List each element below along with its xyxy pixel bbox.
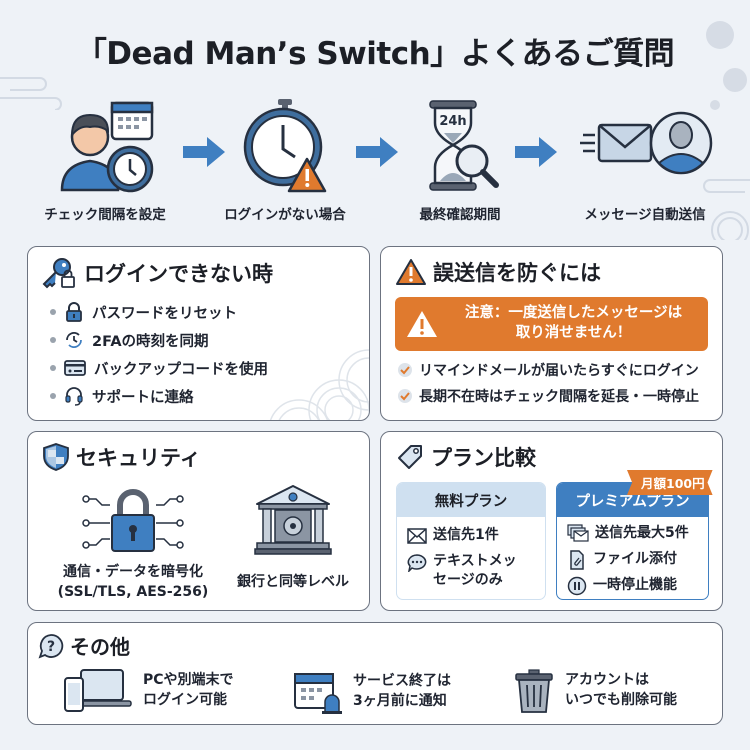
- other-item-devices: PCや別端末でログイン可能: [63, 668, 234, 713]
- list-item-2fa-sync: 2FAの時刻を同期: [50, 326, 268, 354]
- card-title: プラン比較: [431, 446, 536, 470]
- warning-icon: [407, 311, 437, 337]
- bullet: [50, 365, 56, 371]
- arrow-right-icon: [183, 137, 225, 167]
- plan-feature: 送信先最大5件: [557, 521, 708, 547]
- calendar-bell-icon: [294, 673, 342, 714]
- seigaiha-pattern: [269, 349, 369, 420]
- key-lock-icon: [42, 258, 75, 289]
- svg-text:24h: 24h: [439, 114, 466, 129]
- stopwatch-warning-icon: [243, 99, 327, 193]
- list-item-backup-code: バックアップコードを使用: [50, 354, 268, 382]
- envelope-user-icon: [580, 111, 713, 175]
- card-title: ログインできない時: [84, 262, 273, 286]
- card-plan-comparison: プラン比較 無料プラン 送信先1件 テキストメッセージのみ プレミアムプラン 送…: [380, 431, 723, 611]
- svg-text:?: ?: [47, 639, 55, 655]
- devices-icon: [64, 669, 132, 712]
- list-item-extend-interval: 長期不在時はチェック間隔を延長・一時停止: [397, 383, 699, 409]
- bullet: [50, 337, 56, 343]
- card-cannot-login: ログインできない時 パスワードをリセット 2FAの時刻を同期 バックアップコード…: [27, 246, 370, 421]
- circuit-lock-icon: [82, 489, 184, 552]
- check-icon: [398, 363, 412, 377]
- page-title: 「Dead Man’s Switch」よくあるご質問: [75, 36, 675, 72]
- envelope-icon: [407, 528, 427, 544]
- flow-step-label: チェック間隔を設定: [44, 207, 166, 223]
- chat-bubble-icon: [407, 553, 427, 572]
- multi-envelope-icon: [567, 524, 589, 542]
- question-bubble-icon: ?: [38, 633, 64, 659]
- flow-step-auto-send: メッセージ自動送信: [560, 95, 730, 223]
- flow-step-set-interval: チェック間隔を設定: [20, 95, 190, 223]
- plan-feature: ファイル添付: [557, 547, 708, 573]
- plan-premium: プレミアムプラン 送信先最大5件 ファイル添付 一時停止機能: [556, 482, 709, 600]
- tag-icon: [398, 445, 422, 469]
- card-title: セキュリティ: [76, 446, 201, 470]
- list-item-remind-login: リマインドメールが届いたらすぐにログイン: [397, 357, 699, 383]
- plan-feature: テキストメッセージのみ: [397, 549, 545, 594]
- padlock-icon: [66, 302, 82, 322]
- flow-step-label: メッセージ自動送信: [584, 207, 706, 223]
- trash-icon: [515, 669, 553, 713]
- headset-icon: [65, 387, 83, 406]
- bullet: [50, 393, 56, 399]
- flow-step-no-login: ログインがない場合: [200, 95, 370, 223]
- warning-icon: [396, 259, 426, 285]
- arrow-right-icon: [356, 137, 398, 167]
- plan-name: 無料プラン: [397, 483, 545, 517]
- card-title: その他: [70, 635, 130, 659]
- arrow-right-icon: [515, 137, 557, 167]
- shield-icon: [43, 443, 69, 471]
- card-prevent-mis-send: 誤送信を防ぐには 注意：一度送信したメッセージは 取り消せません！ リマインドメ…: [380, 246, 723, 421]
- pause-icon: [567, 576, 587, 595]
- plan-feature: 送信先1件: [397, 523, 545, 549]
- process-flow: チェック間隔を設定 ログインがない場合 24h: [20, 95, 730, 230]
- security-item-bank-level: 銀行と同等レベル: [228, 482, 358, 591]
- alert-text-line2: 取り消せません！: [515, 325, 632, 341]
- clock-sync-icon: [66, 332, 82, 348]
- other-item-delete-account: アカウントはいつでも削除可能: [513, 668, 677, 714]
- bullet: [50, 309, 56, 315]
- flow-step-label: ログインがない場合: [224, 207, 346, 223]
- hourglass-24h-icon: 24h: [429, 100, 499, 191]
- card-title: 誤送信を防ぐには: [433, 261, 601, 285]
- attachment-icon: [570, 549, 584, 570]
- bank-vault-icon: [254, 485, 332, 555]
- card-icon: [64, 360, 86, 376]
- check-icon: [398, 389, 412, 403]
- person-calendar-clock-icon: [60, 101, 154, 193]
- flow-step-label: 最終確認期間: [419, 207, 501, 223]
- alert-text-line1: 注意：一度送信したメッセージは: [464, 305, 683, 322]
- security-item-encryption: 通信・データを暗号化 (SSL/TLS, AES-256): [48, 487, 218, 602]
- flow-step-final-period: 24h 最終確認期間: [375, 95, 545, 223]
- price-badge: 月額100円: [627, 470, 713, 495]
- card-security: セキュリティ 通信・データを暗号化 (SSL/TLS, AES-256): [27, 431, 370, 611]
- plan-feature: 一時停止機能: [557, 573, 708, 599]
- list-item-contact-support: サポートに連絡: [50, 382, 268, 410]
- plan-free: 無料プラン 送信先1件 テキストメッセージのみ: [396, 482, 546, 600]
- list-item-reset-password: パスワードをリセット: [50, 298, 268, 326]
- alert-banner: 注意：一度送信したメッセージは 取り消せません！: [395, 297, 708, 351]
